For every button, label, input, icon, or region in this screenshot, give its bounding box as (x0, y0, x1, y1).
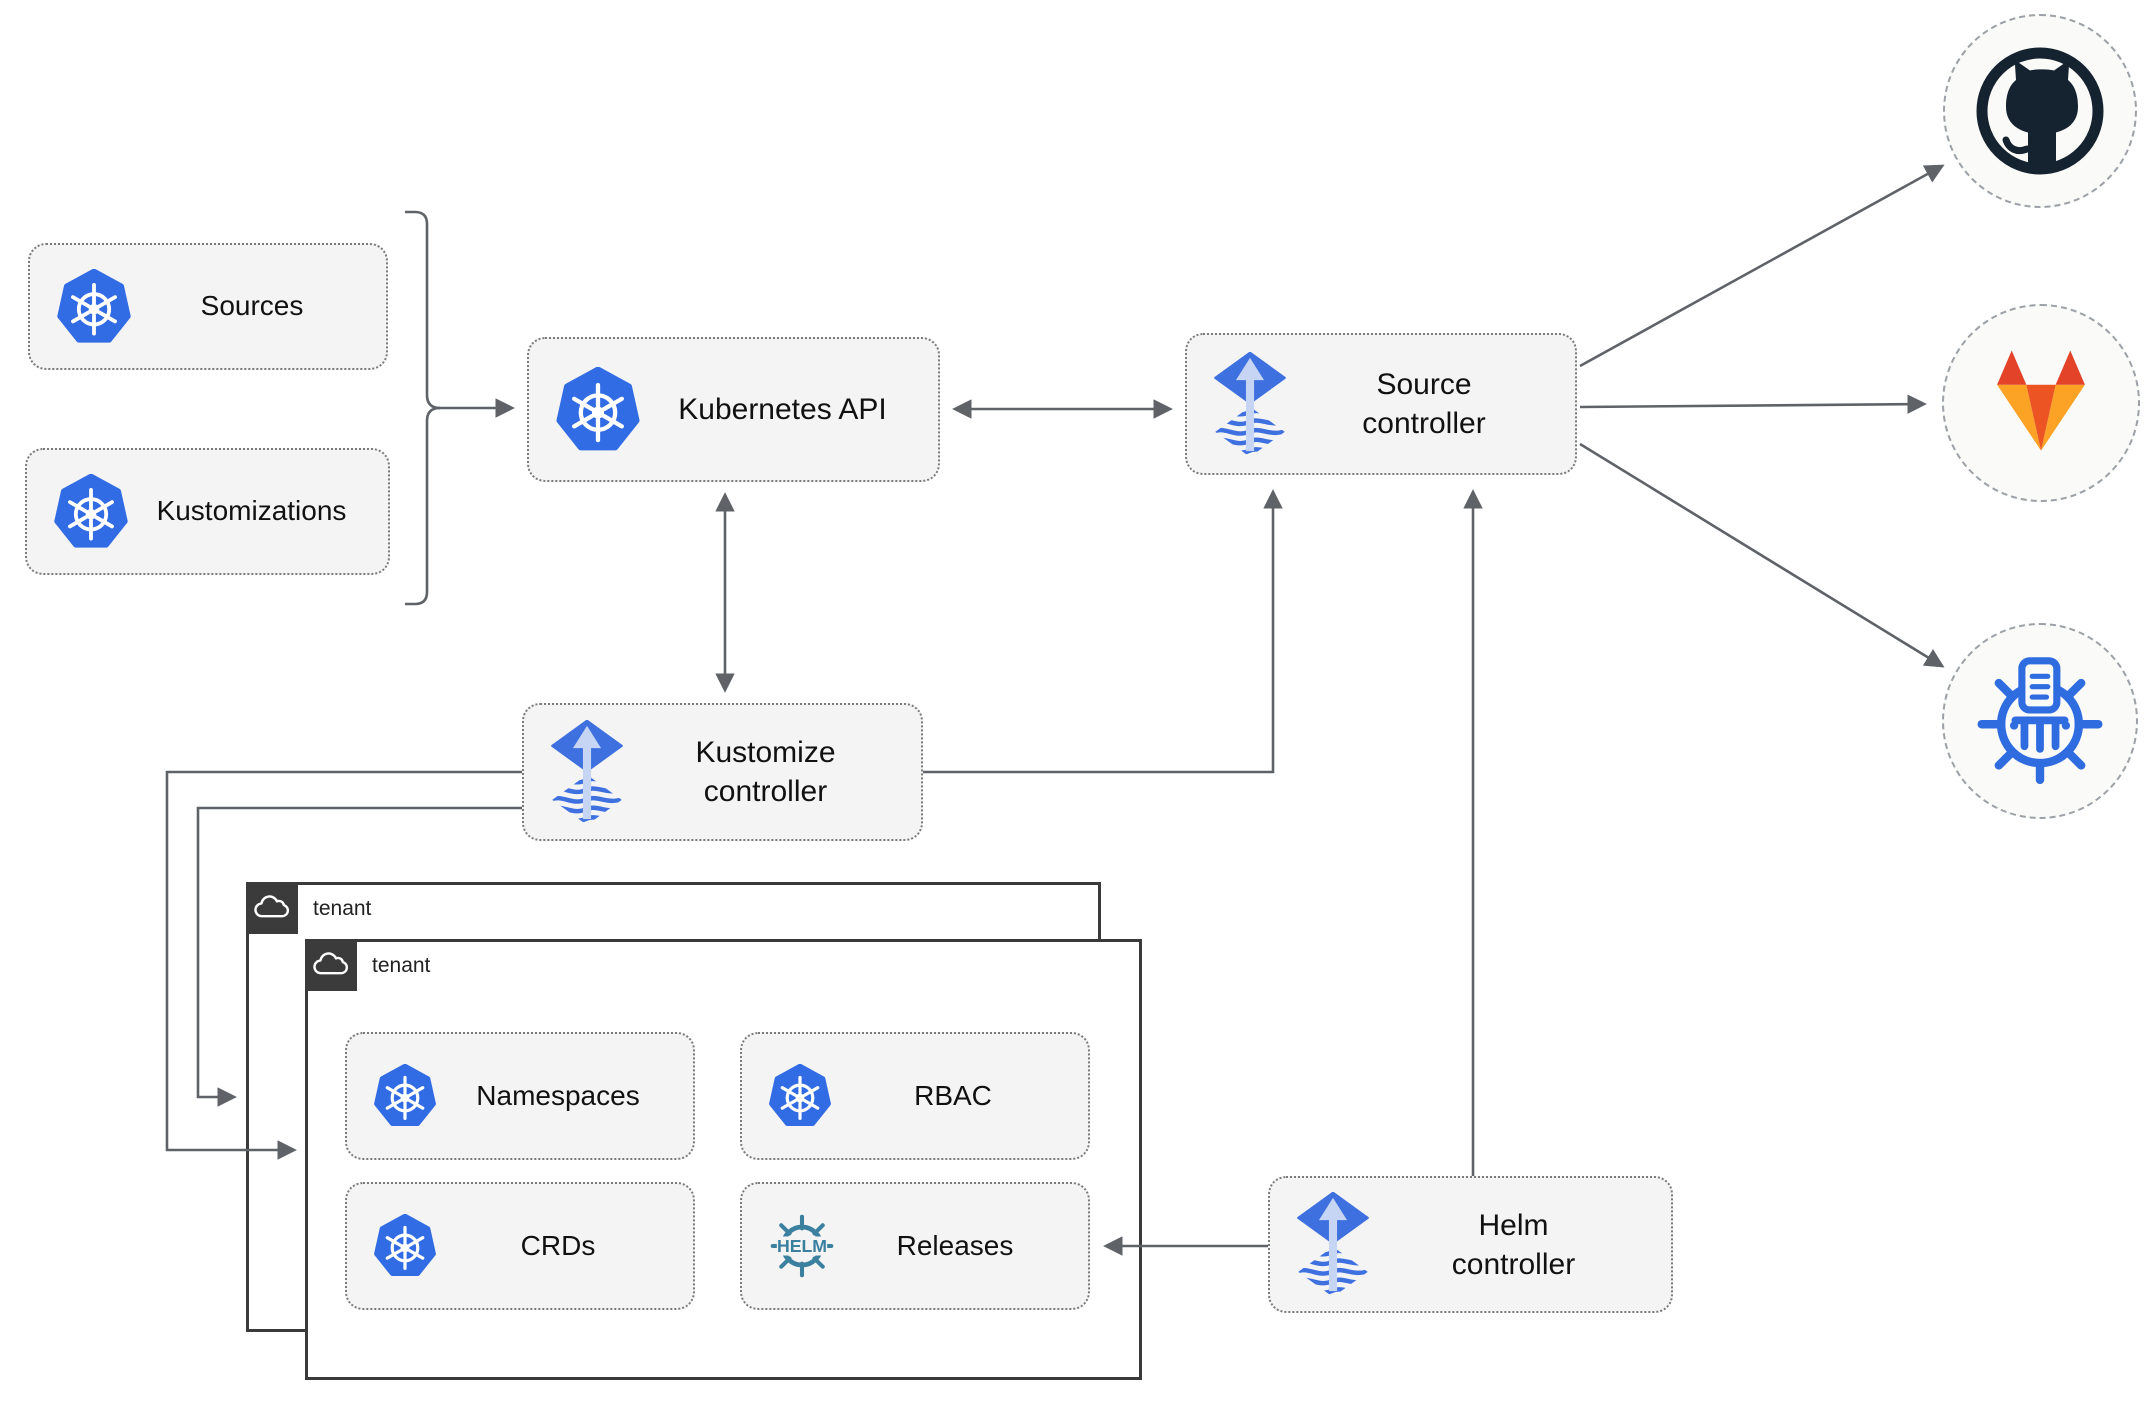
node-namespaces: Namespaces (345, 1032, 695, 1160)
tenant-tab (246, 882, 298, 934)
node-label: Source controller (1362, 368, 1486, 440)
flux-icon (550, 720, 624, 825)
node-releases: HELM Releases (740, 1182, 1090, 1310)
node-helm-controller: Helm controller (1268, 1176, 1673, 1313)
node-crds: CRDs (345, 1182, 695, 1310)
cloud-icon (311, 949, 351, 981)
endpoint-chartmuseum (1942, 623, 2138, 819)
node-label: Sources (200, 290, 304, 322)
node-label: Namespaces (476, 1079, 640, 1111)
node-kustomize-controller: Kustomize controller (522, 703, 923, 841)
node-label: Kustomize controller (695, 736, 836, 808)
kubernetes-icon (56, 269, 132, 345)
gitlab-icon (1980, 348, 2102, 458)
connector-source-chartmuseum (1579, 442, 1945, 668)
tenant-tab (305, 939, 357, 991)
node-label: Kubernetes API (678, 393, 887, 426)
node-sources: Sources (28, 243, 388, 370)
kubernetes-icon (373, 1214, 437, 1278)
connector-source-github (1579, 164, 1945, 368)
node-label: Helm controller (1451, 1208, 1576, 1281)
endpoint-gitlab (1942, 304, 2140, 502)
flux-icon (1296, 1192, 1370, 1297)
flux-icon (1213, 352, 1287, 457)
connector-bracket (405, 210, 441, 410)
helm-icon: HELM (768, 1212, 836, 1280)
node-label: CRDs (520, 1229, 596, 1261)
kubernetes-icon (768, 1064, 832, 1128)
kubernetes-icon (53, 474, 129, 550)
tenant-label: tenant (313, 897, 372, 920)
kubernetes-icon (373, 1064, 437, 1128)
github-icon (1973, 44, 2107, 178)
connector-source-gitlab (1579, 394, 1927, 414)
node-kubernetes-api: Kubernetes API (527, 337, 940, 482)
chartmuseum-icon (1972, 653, 2108, 789)
node-rbac: RBAC (740, 1032, 1090, 1160)
node-label: Releases (896, 1229, 1014, 1261)
connector-bracket (405, 406, 441, 606)
node-label: RBAC (914, 1079, 992, 1111)
node-source-controller: Source controller (1185, 333, 1577, 475)
node-kustomizations: Kustomizations (25, 448, 390, 575)
cloud-icon (252, 892, 292, 924)
node-label: Kustomizations (156, 495, 347, 527)
kubernetes-icon (555, 367, 641, 453)
tenant-label: tenant (372, 954, 431, 977)
connector-kustomize-source (923, 489, 1283, 774)
endpoint-github (1943, 14, 2137, 208)
helm-logo-text: HELM (777, 1236, 827, 1256)
